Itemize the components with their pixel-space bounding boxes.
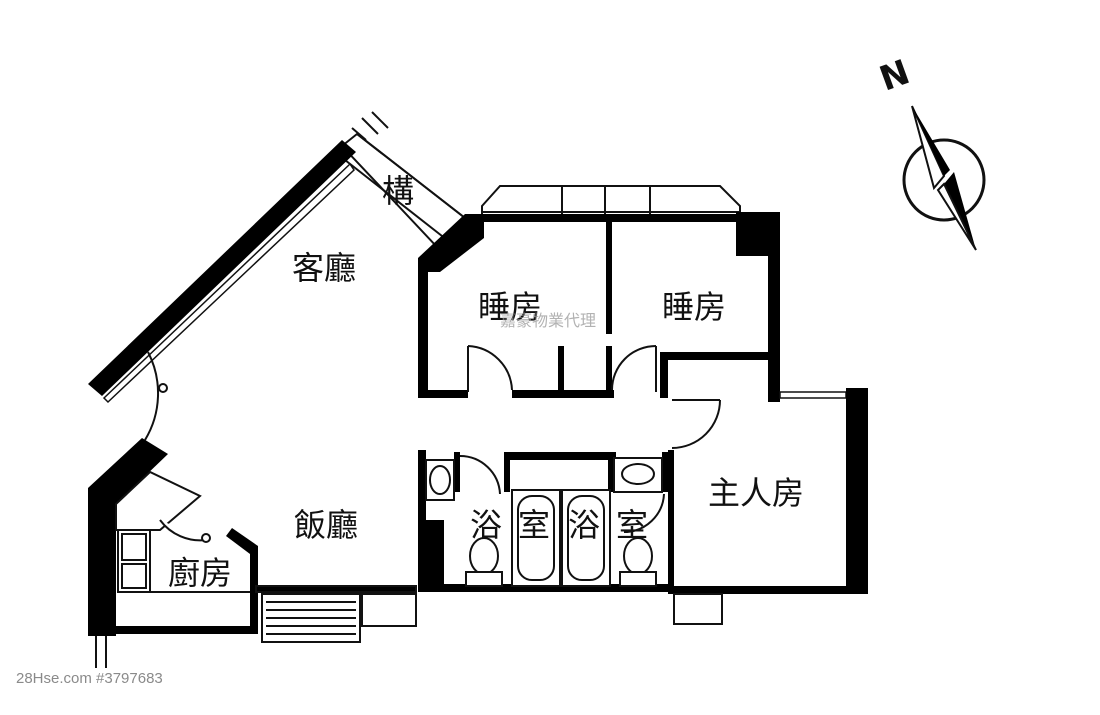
compass: N bbox=[875, 52, 986, 251]
label-master-bedroom: 主人房 bbox=[708, 474, 804, 512]
bay-window bbox=[340, 111, 467, 250]
utility-boxes bbox=[255, 585, 417, 643]
label-bathroom-2-b: 室 bbox=[616, 506, 648, 544]
label-bay: 構 bbox=[382, 172, 414, 210]
label-bedroom-2: 睡房 bbox=[662, 288, 726, 326]
label-bathroom-1-a: 浴 bbox=[470, 506, 502, 544]
source-caption: 28Hse.com #3797683 bbox=[16, 670, 163, 687]
entry-door bbox=[144, 351, 168, 441]
living-window-wall bbox=[88, 140, 356, 404]
label-bedroom-1: 睡房 bbox=[478, 288, 542, 326]
bedroom-doors bbox=[467, 345, 657, 392]
master-walls bbox=[668, 388, 868, 625]
agency-watermark: 嘉豪物業代理 bbox=[500, 311, 596, 330]
bedroom-walls bbox=[418, 212, 780, 402]
bedroom-windows bbox=[481, 185, 741, 219]
master-door bbox=[671, 399, 721, 449]
label-bathroom-1-b: 室 bbox=[518, 506, 550, 544]
bathroom-fixtures bbox=[425, 457, 663, 587]
kitchen-walls bbox=[88, 438, 258, 636]
bathroom-doors bbox=[459, 454, 665, 534]
bathroom-walls bbox=[418, 450, 670, 592]
north-letter: N bbox=[875, 52, 915, 99]
label-bathroom-2-a: 浴 bbox=[568, 506, 600, 544]
label-dining-room: 飯廳 bbox=[294, 506, 358, 544]
label-living-room: 客廳 bbox=[292, 249, 356, 287]
kitchen-fixtures bbox=[95, 470, 250, 668]
label-kitchen: 廚房 bbox=[168, 554, 232, 592]
